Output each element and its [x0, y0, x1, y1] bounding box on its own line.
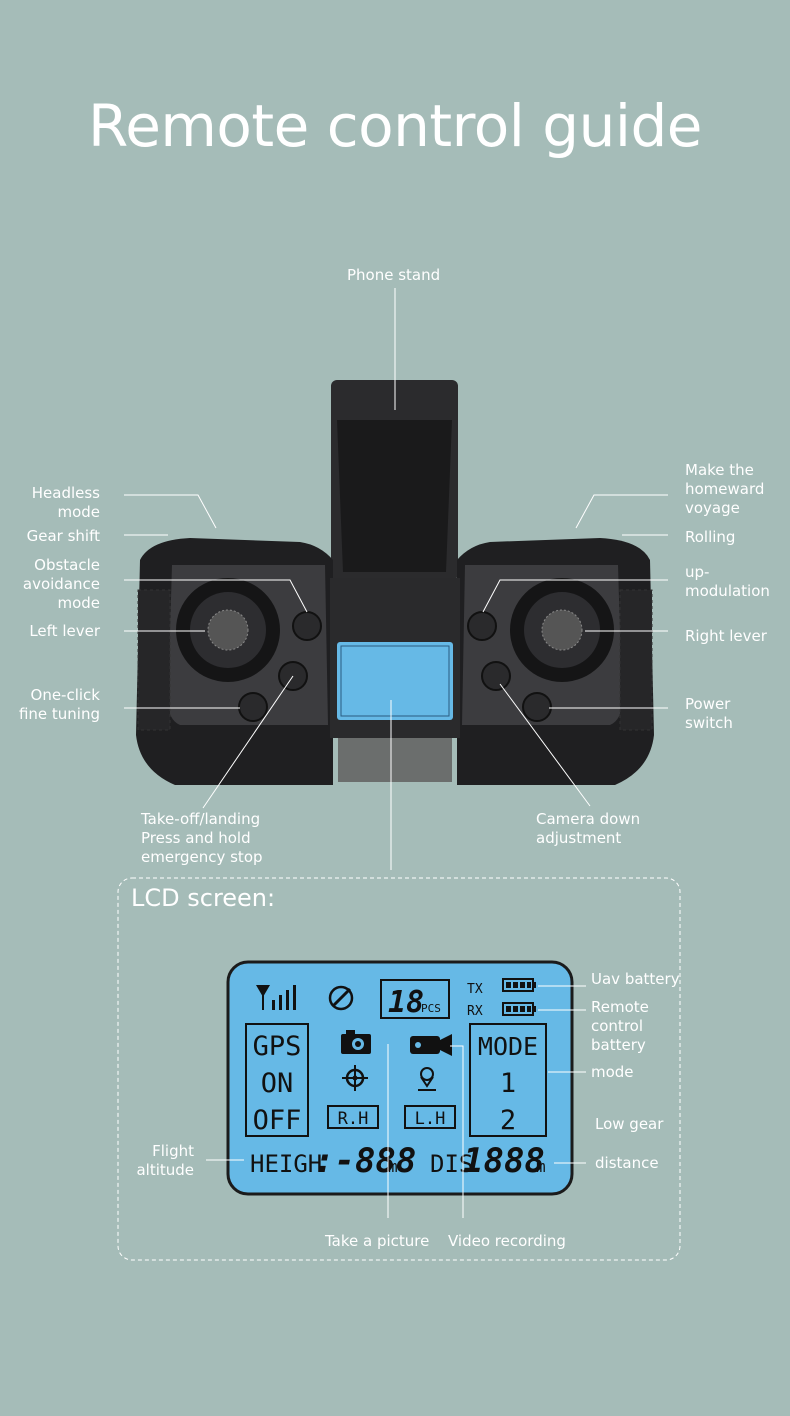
camera-icon: [341, 1030, 371, 1054]
label-gear-shift: Gear shift: [26, 527, 100, 545]
page-title: Remote control guide: [88, 92, 702, 160]
lh-box: [404, 1105, 456, 1129]
label-take-picture: Take a picture: [325, 1232, 430, 1250]
gps-off-label: OFF: [253, 1105, 302, 1136]
label-phone-stand: Phone stand: [347, 266, 441, 284]
heigh-value: :-888: [314, 1141, 416, 1181]
photo-count: 18: [388, 985, 424, 1020]
lcd-section-heading: LCD screen:: [131, 884, 276, 912]
label-camera-down: Camera down adjustment: [536, 810, 641, 847]
obstacle-avoidance-button: [292, 611, 322, 641]
rx-label: RX: [467, 1004, 483, 1019]
label-one-click-fine-tuning: One-click fine tuning: [18, 686, 100, 723]
label-obstacle-avoidance: Obstacle avoidance mode: [22, 556, 100, 612]
mode-box: [469, 1023, 547, 1137]
label-low-gear: Low gear: [595, 1115, 664, 1133]
drone-return-icon: [328, 985, 354, 1011]
photo-count-box: [380, 979, 450, 1019]
label-remote-battery: Remote control battery: [591, 998, 649, 1054]
label-uav-battery: Uav battery: [591, 970, 680, 988]
location-pin-icon: [418, 1067, 436, 1091]
heigh-unit: m: [388, 1157, 398, 1176]
label-homeward-voyage: Make the homeward voyage: [685, 461, 765, 517]
lcd-section-frame: [117, 877, 681, 1261]
target-icon: [342, 1065, 368, 1091]
fine-tuning-button: [238, 692, 268, 722]
label-right-lever: Right lever: [685, 627, 767, 645]
label-distance: distance: [595, 1154, 659, 1172]
mode-2-label: 2: [500, 1105, 516, 1136]
gps-label: GPS: [253, 1031, 302, 1062]
label-flight-altitude: Flight altitude: [136, 1142, 194, 1179]
gps-on-label: ON: [261, 1068, 294, 1099]
gps-box: [245, 1023, 309, 1137]
label-mode: mode: [591, 1063, 634, 1081]
dis-value: 1888: [463, 1141, 545, 1181]
camera-down-button: [481, 661, 511, 691]
photo-count-unit: PCS: [421, 1002, 441, 1015]
rh-box: [327, 1105, 379, 1129]
video-camera-icon: [410, 1034, 452, 1056]
rh-label: R.H: [338, 1109, 369, 1129]
lcd-screen: 18 PCS TX RX GPS ON OFF: [226, 960, 574, 1196]
controller-lcd: [337, 642, 453, 720]
power-switch-button: [522, 692, 552, 722]
heigh-label: HEIGH: [250, 1150, 322, 1178]
signal-icon: [256, 985, 296, 1010]
label-left-lever: Left lever: [29, 622, 100, 640]
label-headless-mode: Headless mode: [31, 484, 100, 521]
label-video-recording: Video recording: [448, 1232, 566, 1250]
label-takeoff-landing: Take-off/landing Press and hold emergenc…: [141, 810, 263, 866]
mode-label: MODE: [478, 1032, 538, 1061]
controller: [136, 380, 654, 785]
up-modulation-button: [467, 611, 497, 641]
label-power-switch: Power switch: [685, 695, 733, 732]
dis-unit: m: [536, 1157, 546, 1176]
mode-1-label: 1: [500, 1068, 516, 1099]
lh-label: L.H: [415, 1109, 446, 1129]
lcd-callout-lines: [206, 985, 586, 1218]
label-up-modulation: up- modulation: [685, 563, 770, 600]
uav-battery-icon: [502, 978, 536, 992]
callout-lines: [124, 288, 668, 870]
tx-label: TX: [467, 982, 483, 997]
dis-label: DIS: [430, 1150, 473, 1178]
label-rolling: Rolling: [685, 528, 736, 546]
remote-battery-icon: [502, 1002, 536, 1016]
